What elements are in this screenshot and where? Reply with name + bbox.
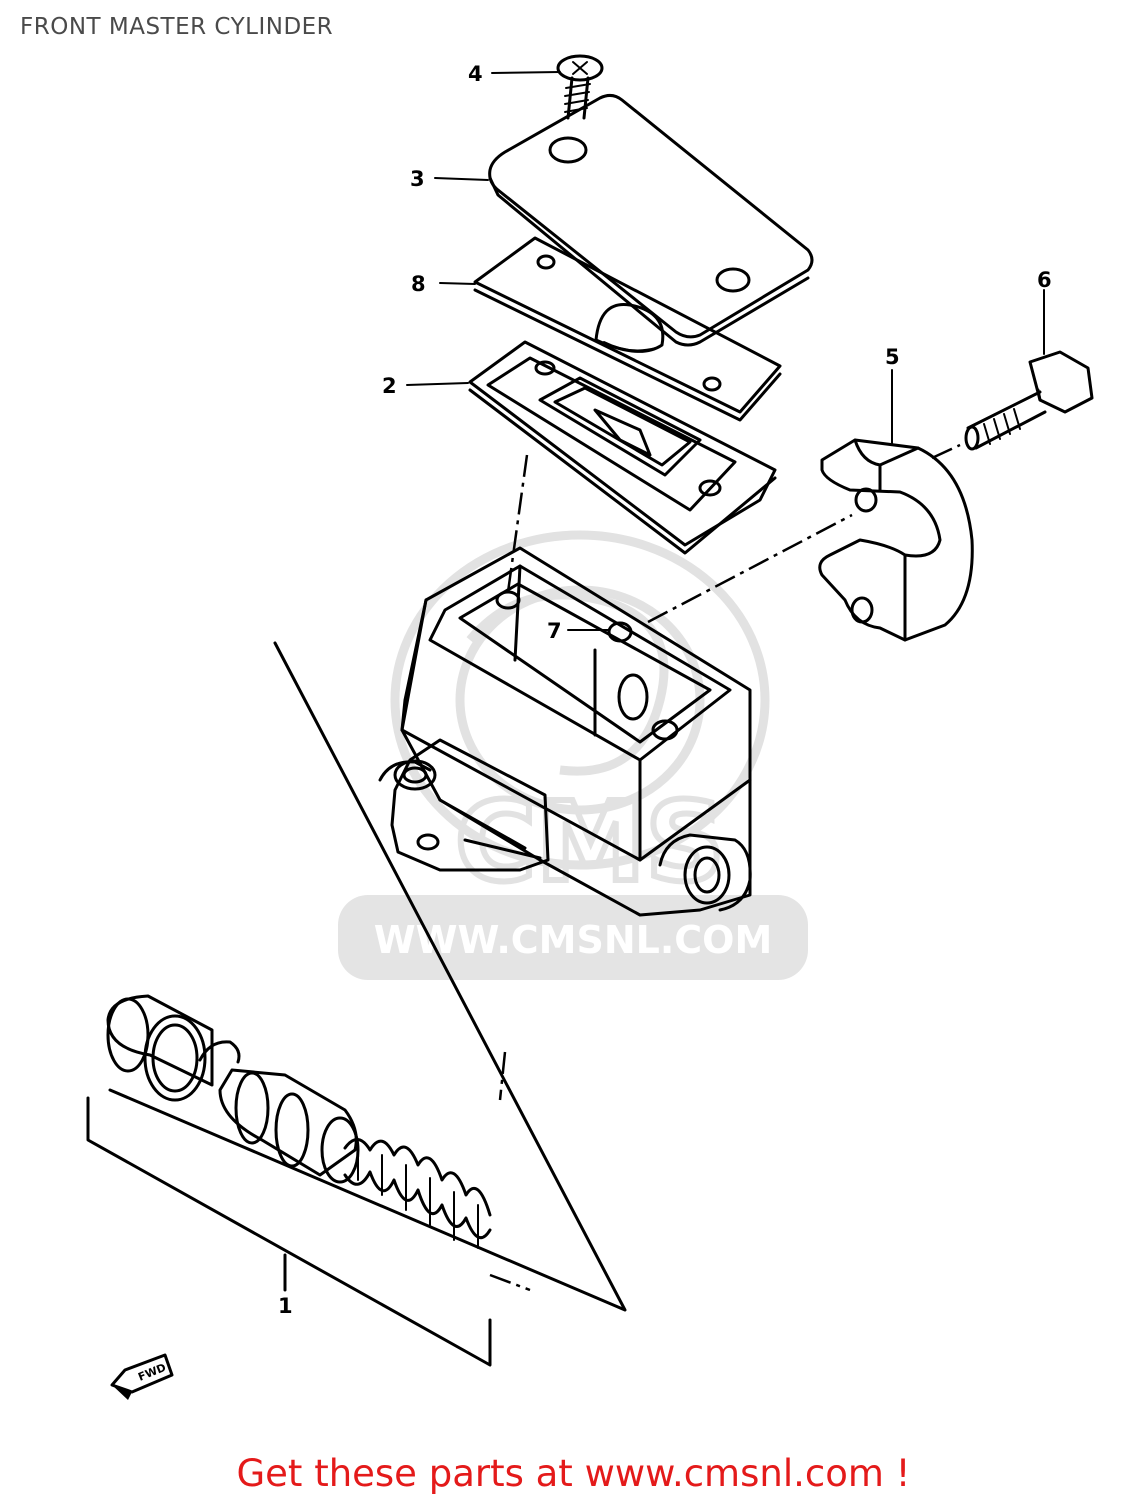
watermark-url: WWW.CMSNL.COM [374,918,773,962]
part-5-clamp [818,438,974,642]
callout-2: 2 [382,374,397,398]
callout-6: 6 [1037,268,1052,292]
part-4-screw [556,54,604,120]
part-1-bracket [86,1096,492,1367]
callout-1: 1 [278,1294,293,1318]
forward-arrow-icon: FWD [110,1353,174,1400]
part-1-piston-set [106,994,492,1249]
callout-4: 4 [468,62,483,86]
part-8-diaphragm-plate [473,236,782,422]
watermark: WWW.CMSNL.COM CMS [338,530,808,980]
footer-link[interactable]: Get these parts at www.cmsnl.com ! [236,1452,911,1495]
assembly-lines [489,443,961,1292]
part-3-reservoir-cap [488,93,814,347]
callout-5: 5 [885,345,900,369]
group-bracket-triangle [108,641,627,1312]
part-6-bolt [964,350,1094,451]
callout-7: 7 [547,619,562,643]
callout-8: 8 [411,272,426,296]
leader-lines [284,71,1045,1289]
part-2-diaphragm [468,340,777,555]
callout-3: 3 [410,167,425,191]
page-title: FRONT MASTER CYLINDER [20,14,334,40]
master-cylinder-body [378,546,752,917]
